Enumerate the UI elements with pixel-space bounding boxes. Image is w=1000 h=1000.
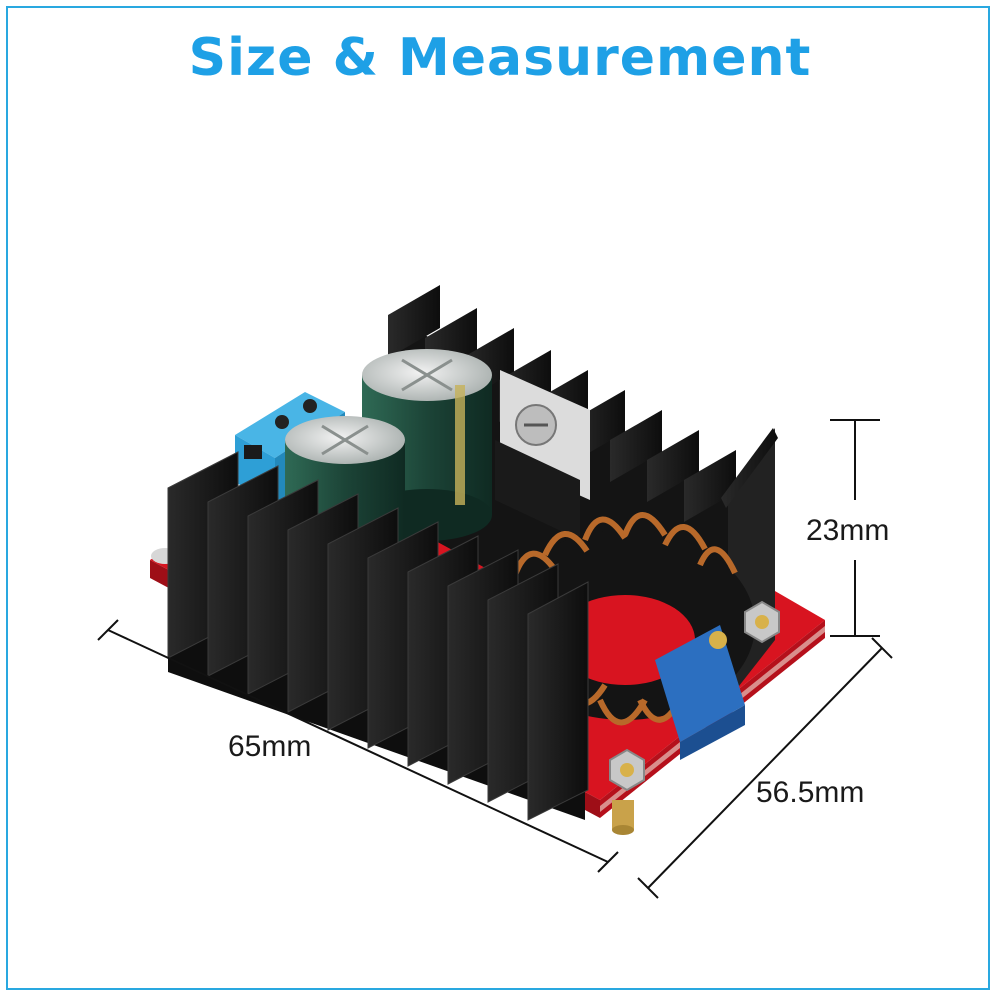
standoff-front xyxy=(612,800,634,835)
output-nut-bottom xyxy=(609,748,645,792)
dimension-length-label: 65mm xyxy=(228,730,312,763)
dimension-width-label: 56.5mm xyxy=(756,776,865,809)
dimension-line-length xyxy=(97,619,619,873)
potentiometer xyxy=(655,625,745,760)
transistor xyxy=(495,370,590,540)
dimension-line-width xyxy=(637,637,893,899)
page-title: Size & Measurement xyxy=(188,28,812,88)
heatsink-front xyxy=(167,451,589,821)
dimension-height-label: 23mm xyxy=(806,514,890,547)
output-nut-top xyxy=(744,600,780,644)
dimension-line-height xyxy=(830,419,880,637)
